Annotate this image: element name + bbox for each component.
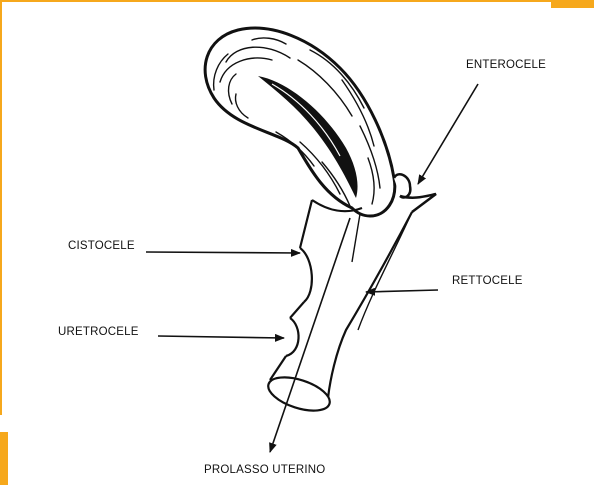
label-enterocele: ENTEROCELE [466, 59, 546, 71]
label-uretrocele: URETROCELE [58, 326, 139, 338]
cistocele-arrow [146, 252, 300, 253]
enterocele-arrow [418, 84, 478, 184]
uretrocele-bulge [286, 318, 299, 356]
cistocele-bulge [300, 248, 312, 302]
rettocele-arrow [366, 290, 438, 292]
vaginal-opening [264, 371, 334, 417]
label-rettocele: RETTOCELE [452, 275, 523, 287]
label-prolasso-uterino: PROLASSO UTERINO [204, 464, 325, 476]
label-cistocele: CISTOCELE [68, 240, 135, 252]
uterus-shape [205, 28, 395, 216]
uretrocele-arrow [158, 336, 284, 338]
vaginal-tube [264, 200, 412, 417]
enterocele-bulge [394, 174, 410, 197]
vaginal-apex-flap [400, 194, 436, 212]
